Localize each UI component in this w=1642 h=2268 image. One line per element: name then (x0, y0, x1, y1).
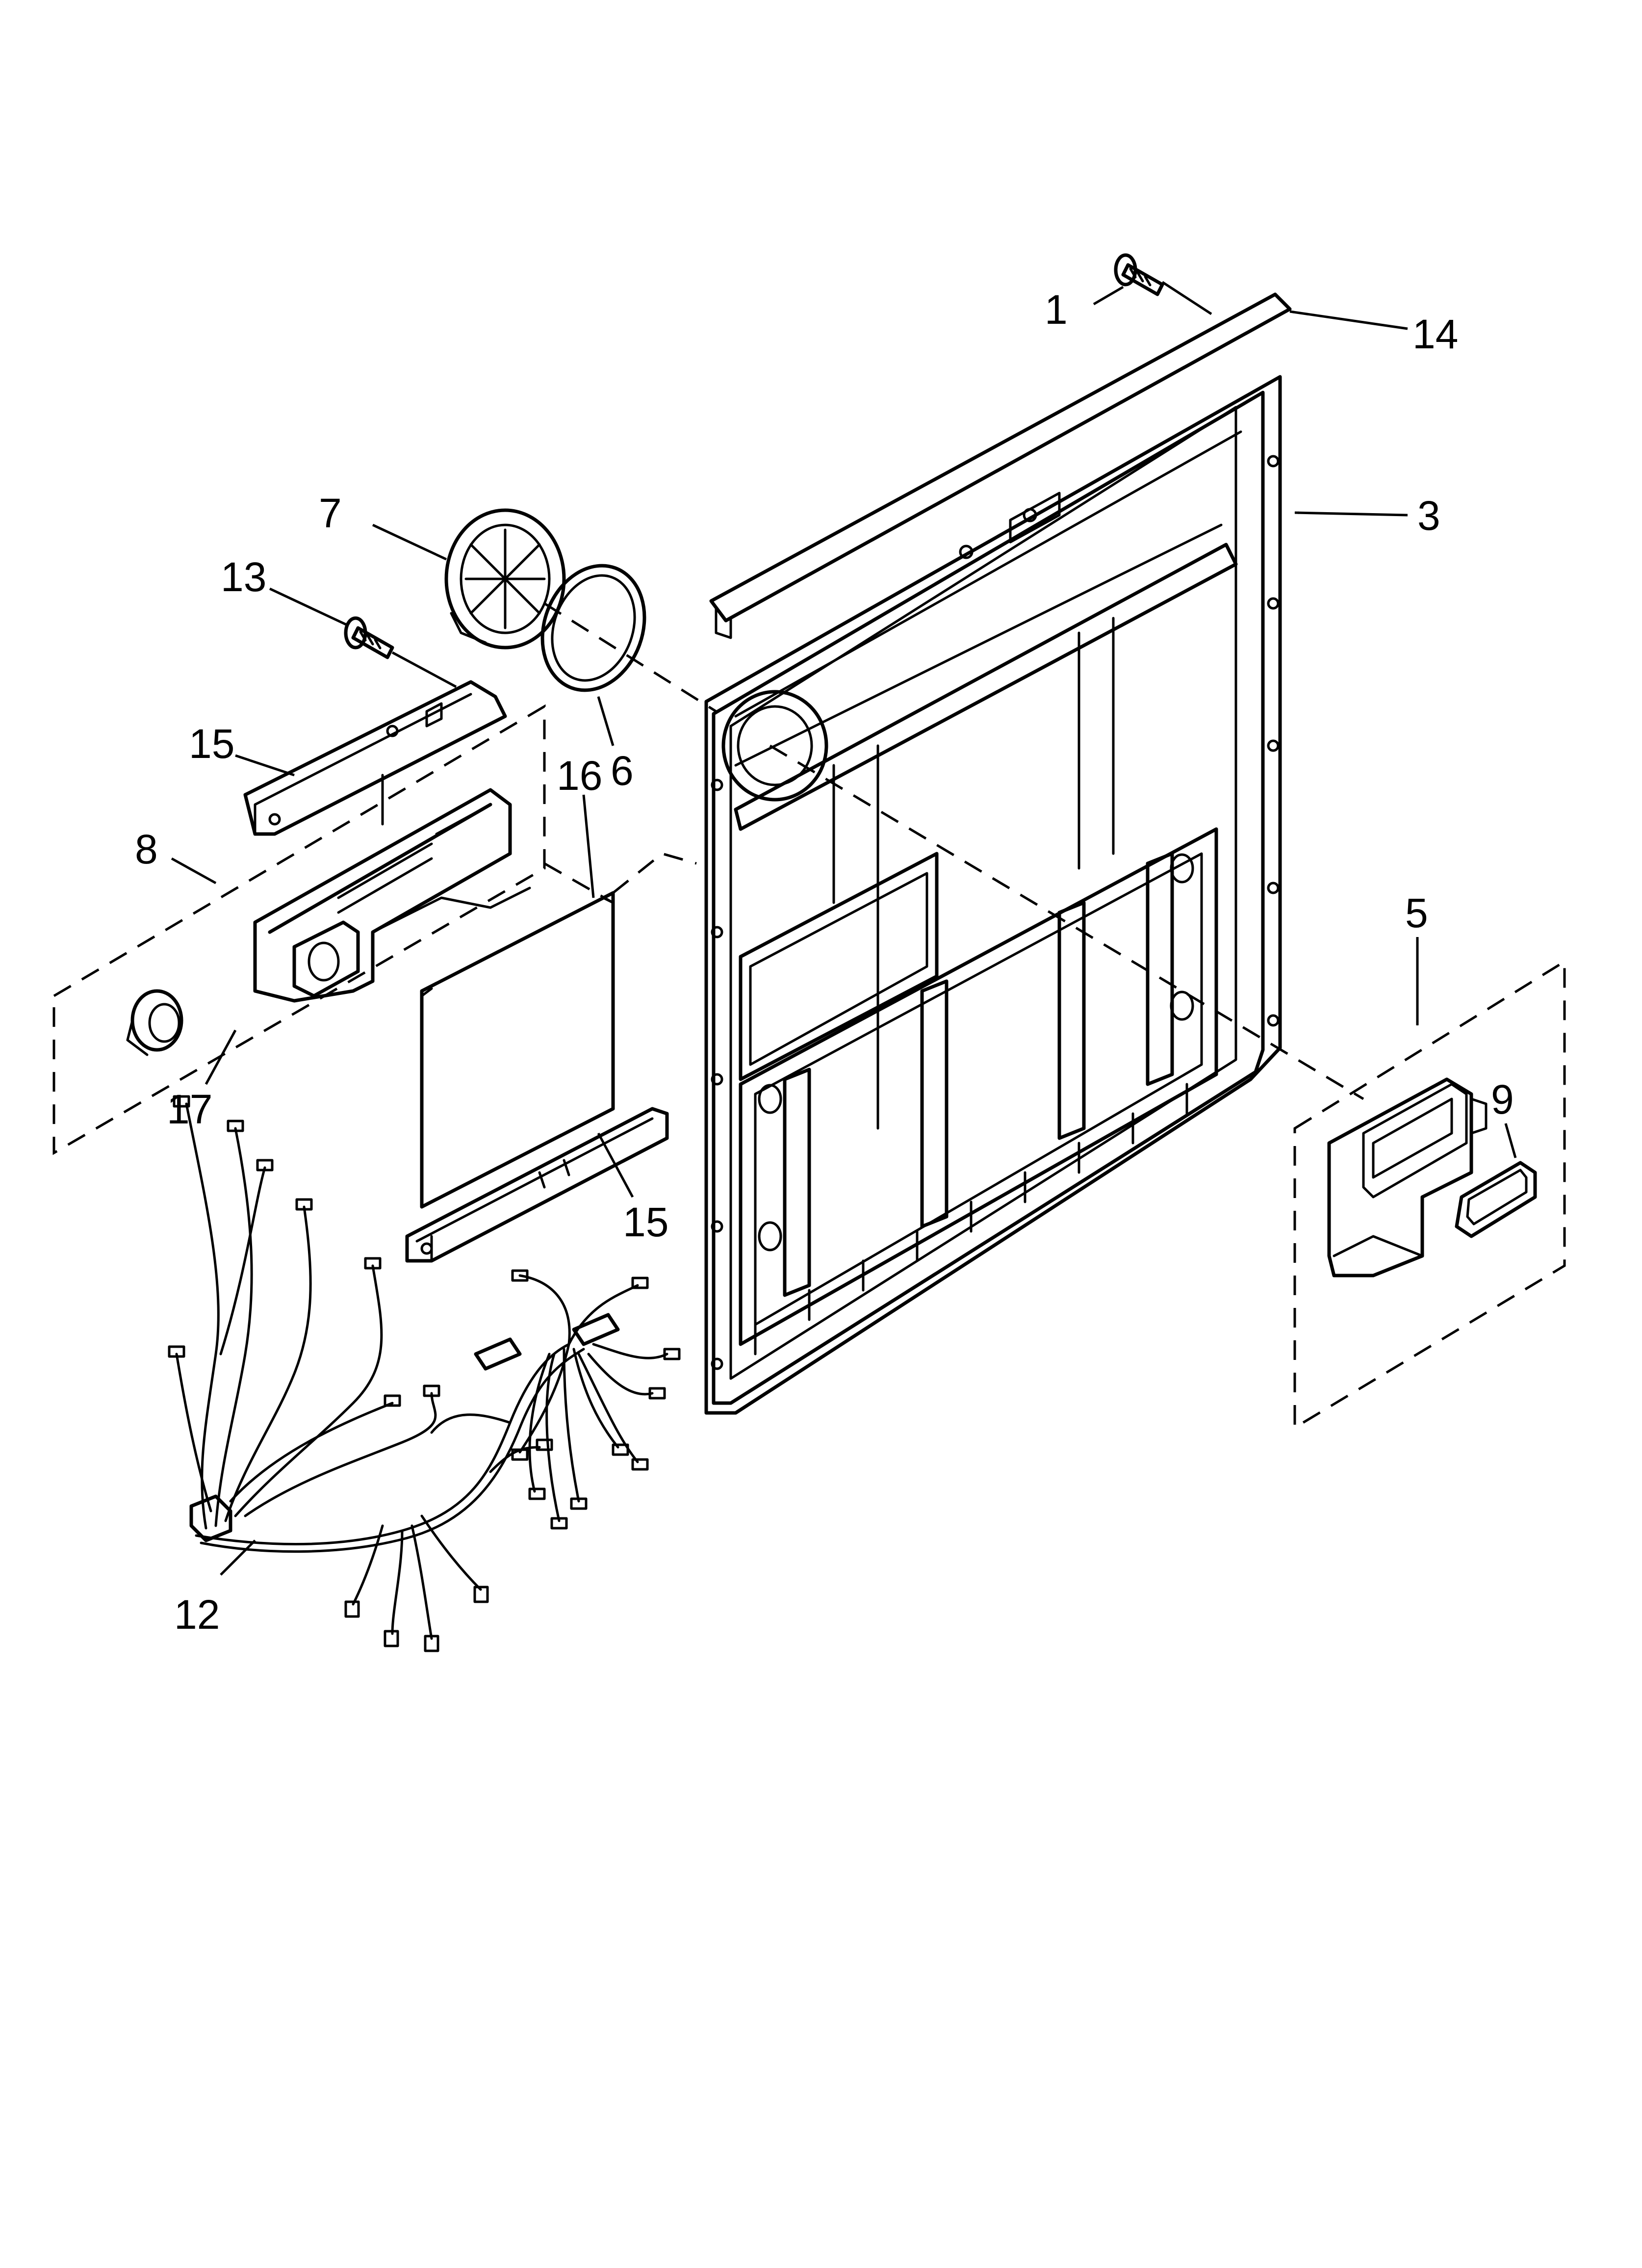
callout-8: 8 (135, 826, 158, 872)
bracket-upper-part-15 (243, 680, 507, 836)
leader-lines (171, 281, 1517, 1576)
wiring-harness-part-12 (168, 1095, 681, 1652)
callout-14: 14 (1412, 311, 1458, 357)
callout-9: 9 (1491, 1076, 1514, 1122)
dispenser-module-part-8 (52, 704, 546, 1155)
callout-17: 17 (167, 1086, 212, 1132)
gasket-part-6 (540, 564, 646, 692)
callout-15b: 15 (623, 1199, 668, 1245)
insulation-pad-part-16 (420, 891, 615, 1209)
gasket-part-9 (1455, 1161, 1537, 1238)
callout-7: 7 (319, 490, 342, 536)
callout-1: 1 (1045, 287, 1068, 333)
bracket-lower-part-15 (405, 1107, 669, 1263)
callout-3: 3 (1417, 493, 1440, 539)
callout-labels: 1 14 3 7 13 6 15 16 8 5 9 17 15 12 (135, 287, 1514, 1638)
screw-part-13 (344, 616, 394, 659)
callout-16: 16 (557, 753, 602, 799)
inner-door-panel (704, 375, 1282, 1415)
top-trim-strip (709, 292, 1292, 639)
callout-12: 12 (174, 1591, 220, 1638)
callout-6: 6 (611, 748, 634, 794)
vent-grille-part-7 (444, 508, 566, 650)
vent-assembly-part-5 (1293, 959, 1566, 1430)
screw-part-1 (1114, 253, 1164, 296)
alignment-lines (543, 602, 1364, 1100)
callout-13: 13 (221, 554, 266, 600)
callout-5: 5 (1405, 890, 1428, 936)
callout-15a: 15 (189, 721, 234, 767)
knob-part-17 (126, 989, 183, 1056)
